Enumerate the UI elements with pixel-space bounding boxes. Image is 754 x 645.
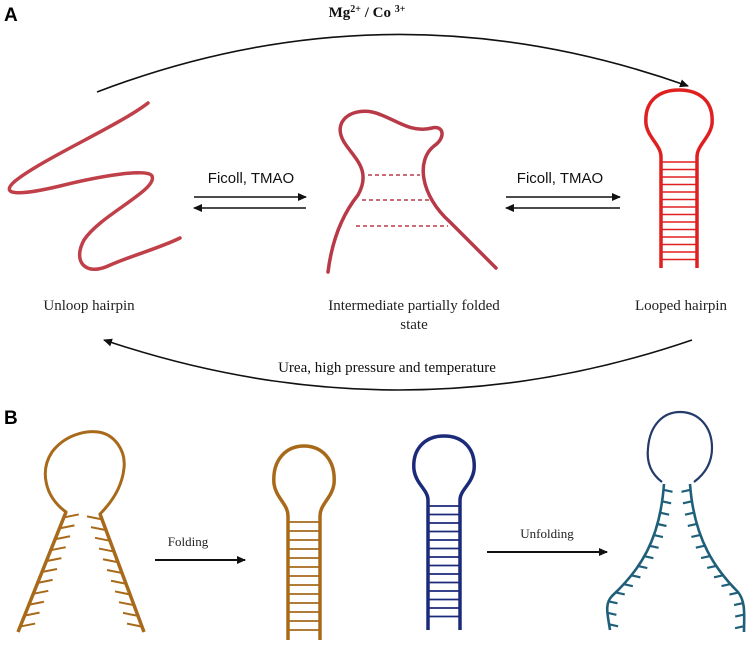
base-pair-rung bbox=[682, 500, 693, 505]
brown-open-hairpin bbox=[16, 430, 146, 633]
folding-label: Folding bbox=[168, 534, 209, 549]
unfolding-label: Unfolding bbox=[520, 526, 574, 541]
base-pair-rung bbox=[684, 511, 695, 516]
base-pair-rung bbox=[691, 533, 701, 539]
base-pair-rung bbox=[41, 568, 58, 573]
base-pair-rung bbox=[653, 533, 664, 539]
base-pair-rung bbox=[54, 535, 71, 541]
panel-b-letter: B bbox=[4, 408, 18, 429]
teal-open-hairpin bbox=[605, 410, 746, 633]
base-pair-rung bbox=[734, 625, 745, 630]
base-pair-rung bbox=[50, 546, 66, 552]
base-pair-rung bbox=[118, 601, 135, 607]
reagent-right-label: Ficoll, TMAO bbox=[517, 170, 603, 187]
looped-hairpin-label: Looped hairpin bbox=[635, 298, 728, 314]
base-pair-rung bbox=[63, 513, 80, 519]
base-pair-rung bbox=[615, 591, 625, 596]
base-pair-rung bbox=[98, 547, 115, 553]
base-pair-rung bbox=[649, 544, 659, 549]
unloop-hairpin-strand bbox=[7, 101, 182, 272]
base-pair-rung bbox=[37, 578, 53, 584]
base-pair-rung bbox=[734, 613, 745, 618]
base-pair-rung bbox=[28, 600, 45, 606]
base-pair-rung bbox=[659, 511, 670, 516]
brown-closed-hairpin bbox=[272, 444, 336, 640]
base-pair-rung bbox=[661, 500, 672, 505]
base-pair-rung bbox=[94, 536, 111, 542]
reagent-left-label: Ficoll, TMAO bbox=[208, 170, 294, 187]
base-pair-rung bbox=[126, 622, 143, 628]
top-condition-label: Mg2+ / Co 3+ bbox=[329, 4, 406, 21]
base-pair-rung bbox=[713, 574, 724, 579]
base-pair-rung bbox=[706, 564, 717, 569]
base-pair-rung bbox=[687, 522, 698, 528]
base-pair-rung bbox=[46, 557, 62, 563]
bottom-condition-label: Urea, high pressure and temperature bbox=[278, 360, 496, 376]
base-pair-rung bbox=[90, 526, 107, 532]
base-pair-rung bbox=[631, 574, 641, 579]
base-pair-rung bbox=[24, 611, 40, 617]
base-pair-rung bbox=[695, 544, 706, 549]
bottom-curved-arrow bbox=[103, 338, 693, 391]
base-pair-rung bbox=[657, 522, 667, 528]
base-pair-rung bbox=[19, 622, 36, 628]
intermediate-structure bbox=[326, 109, 498, 274]
base-pair-rung bbox=[638, 564, 648, 570]
panel-a-letter: A bbox=[4, 5, 18, 26]
unloop-hairpin-label: Unloop hairpin bbox=[43, 298, 135, 314]
base-pair-rung bbox=[102, 558, 119, 564]
base-pair-rung bbox=[663, 488, 673, 493]
base-pair-rung bbox=[623, 583, 634, 588]
navy-closed-hairpin bbox=[412, 434, 476, 630]
base-pair-rung bbox=[608, 600, 618, 605]
base-pair-rung bbox=[33, 589, 49, 595]
top-curved-arrow bbox=[96, 33, 689, 93]
base-pair-rung bbox=[106, 569, 123, 574]
base-pair-rung bbox=[733, 602, 744, 607]
base-pair-rung bbox=[721, 583, 731, 588]
base-pair-rung bbox=[729, 591, 739, 596]
base-pair-rung bbox=[608, 623, 619, 628]
base-pair-rung bbox=[114, 590, 131, 596]
base-pair-rung bbox=[59, 524, 75, 530]
intermediate-label-line1: Intermediate partially folded bbox=[328, 298, 500, 314]
base-pair-rung bbox=[86, 515, 103, 521]
intermediate-label-line2: state bbox=[400, 317, 428, 333]
base-pair-rung bbox=[700, 554, 711, 560]
base-pair-rung bbox=[644, 555, 654, 560]
looped-hairpin-red bbox=[644, 88, 714, 268]
base-pair-rung bbox=[607, 611, 617, 616]
base-pair-rung bbox=[122, 611, 139, 617]
base-pair-rung bbox=[681, 488, 691, 493]
base-pair-rung bbox=[110, 579, 127, 585]
